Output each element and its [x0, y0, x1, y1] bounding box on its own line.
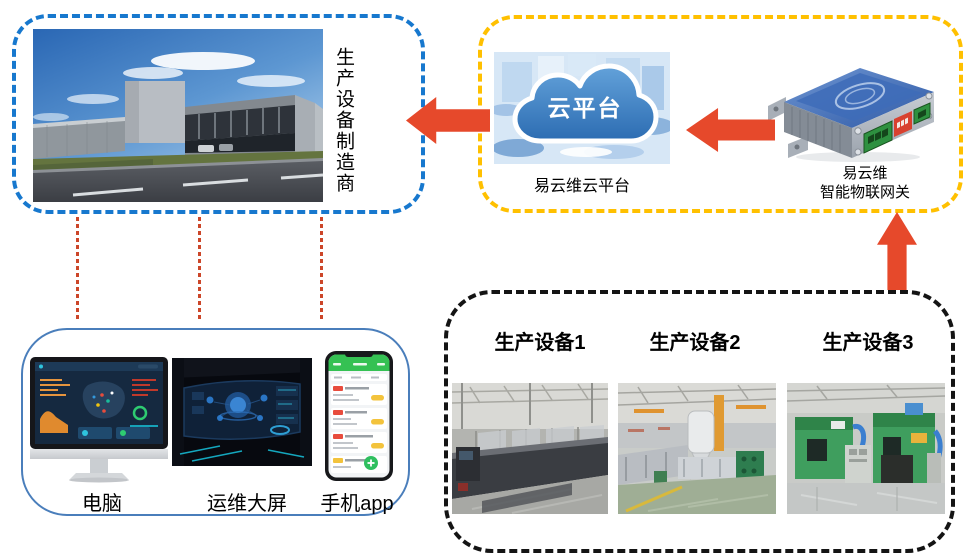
equipment-photo-1	[452, 383, 608, 514]
manufacturer-label: 生产设备制造商	[333, 47, 354, 194]
iot-gateway-image	[762, 52, 944, 164]
connector-line-middle	[198, 217, 201, 319]
equipment-photo-2	[618, 383, 776, 514]
gateway-label-line1: 易云维	[842, 165, 888, 182]
desktop-monitor-image	[30, 357, 168, 483]
equipment-box	[444, 290, 955, 553]
terminal-label-bigscreen: 运维大屏	[207, 493, 287, 515]
equipment-label-1: 生产设备1	[494, 332, 586, 354]
cloud-badge-text: 云平台	[548, 95, 623, 121]
arrow-equipment-to-gateway	[877, 212, 917, 290]
gateway-label: 易云维 智能物联网关	[772, 164, 958, 202]
terminal-label-pc: 电脑	[82, 493, 122, 515]
factory-photo	[33, 29, 323, 202]
connector-line-right	[320, 217, 323, 319]
gateway-label-line2: 智能物联网关	[819, 184, 910, 201]
connector-line-left	[76, 217, 79, 319]
terminal-box	[21, 328, 410, 516]
mobile-app-image	[325, 351, 393, 481]
cloud-platform-label: 易云维云平台	[533, 178, 630, 195]
equipment-photo-3	[787, 383, 945, 514]
equipment-label-2: 生产设备2	[649, 332, 741, 354]
cloud-platform-image: 云平台	[494, 52, 670, 164]
equipment-label-3: 生产设备3	[822, 332, 914, 354]
ops-bigscreen-image	[172, 358, 312, 466]
terminal-label-app: 手机app	[320, 493, 394, 515]
